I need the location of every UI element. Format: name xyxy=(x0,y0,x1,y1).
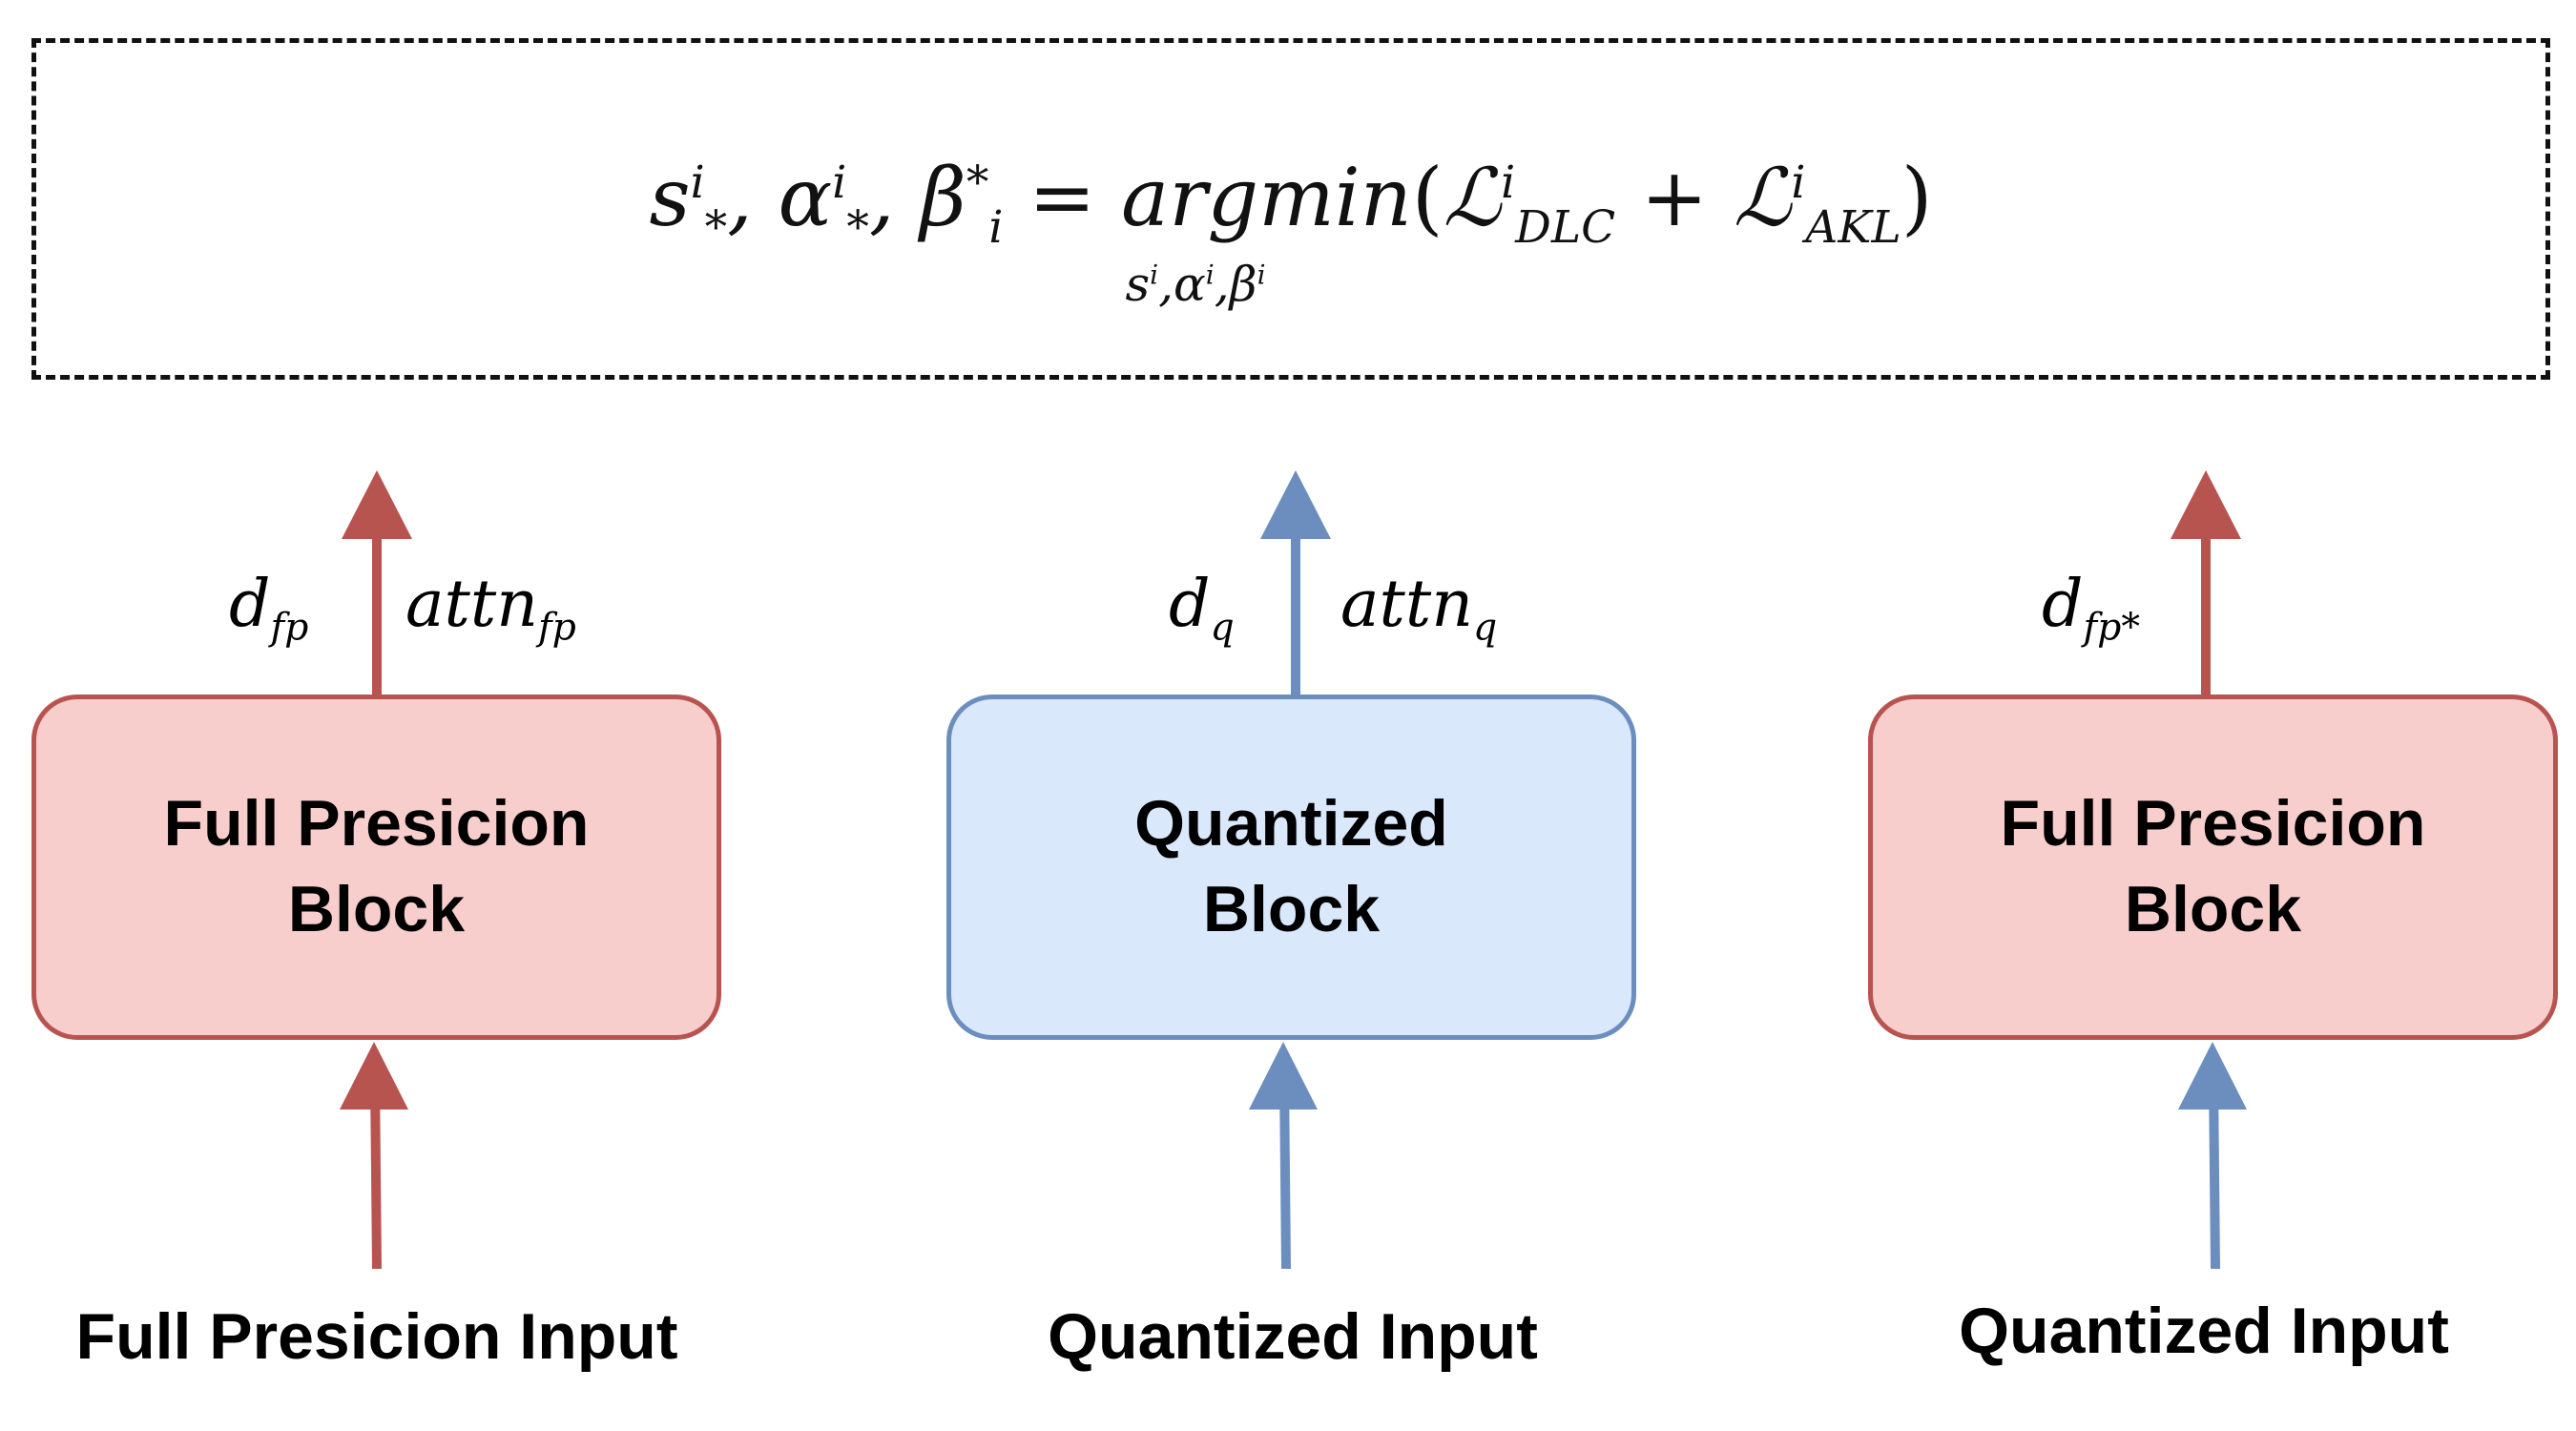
argmin-op: argmin xyxy=(1121,151,1412,244)
objective-box: si*, αi*, β*i = argmin(ℒiDLC + ℒiAKL) si… xyxy=(31,38,2550,380)
arrow-left-in-head xyxy=(340,1042,408,1110)
arrow-middle-out-head xyxy=(1260,470,1331,539)
objective-formula: si*, αi*, β*i = argmin(ℒiDLC + ℒiAKL) si… xyxy=(36,43,2545,375)
lhs-s: si* xyxy=(649,151,728,254)
full-precision-block-right: Full Presicion Block xyxy=(1868,695,2558,1040)
arrow-middle-in xyxy=(1279,1077,1291,1270)
arrow-left-in xyxy=(370,1077,382,1270)
block-left-label: Full Presicion Block xyxy=(163,787,590,945)
block-right-label: Full Presicion Block xyxy=(2000,787,2426,945)
argmin-subscript: si,αi,βi xyxy=(1125,257,1266,312)
lhs-beta: β*i xyxy=(920,151,1004,254)
lhs-alpha: αi* xyxy=(778,151,869,254)
quantized-block: Quantized Block xyxy=(946,695,1636,1040)
block-middle-label: Quantized Block xyxy=(1134,787,1448,945)
label-d-fp-star: dfp* xyxy=(2042,567,2141,650)
full-precision-block-left: Full Presicion Block xyxy=(31,695,721,1040)
arrow-middle-in-head xyxy=(1249,1042,1318,1110)
arrow-right-out-head xyxy=(2171,470,2241,539)
arrow-right-in xyxy=(2209,1077,2220,1270)
objective-main-line: si*, αi*, β*i = argmin(ℒiDLC + ℒiAKL) xyxy=(649,151,1933,254)
label-attn-fp: attnfp xyxy=(405,567,576,650)
input-caption-middle: Quantized Input xyxy=(1048,1300,1538,1373)
arrow-right-in-head xyxy=(2178,1042,2247,1110)
loss-akl: ℒiAKL xyxy=(1733,151,1901,254)
label-d-q: dq xyxy=(1169,567,1235,650)
input-caption-right: Quantized Input xyxy=(1959,1295,2449,1367)
label-attn-q: attnq xyxy=(1340,567,1498,650)
loss-dlc: ℒiDLC xyxy=(1443,151,1616,254)
label-d-fp: dfp xyxy=(229,567,309,650)
input-caption-left: Full Presicion Input xyxy=(75,1300,678,1373)
arrow-left-out-head xyxy=(342,470,412,539)
